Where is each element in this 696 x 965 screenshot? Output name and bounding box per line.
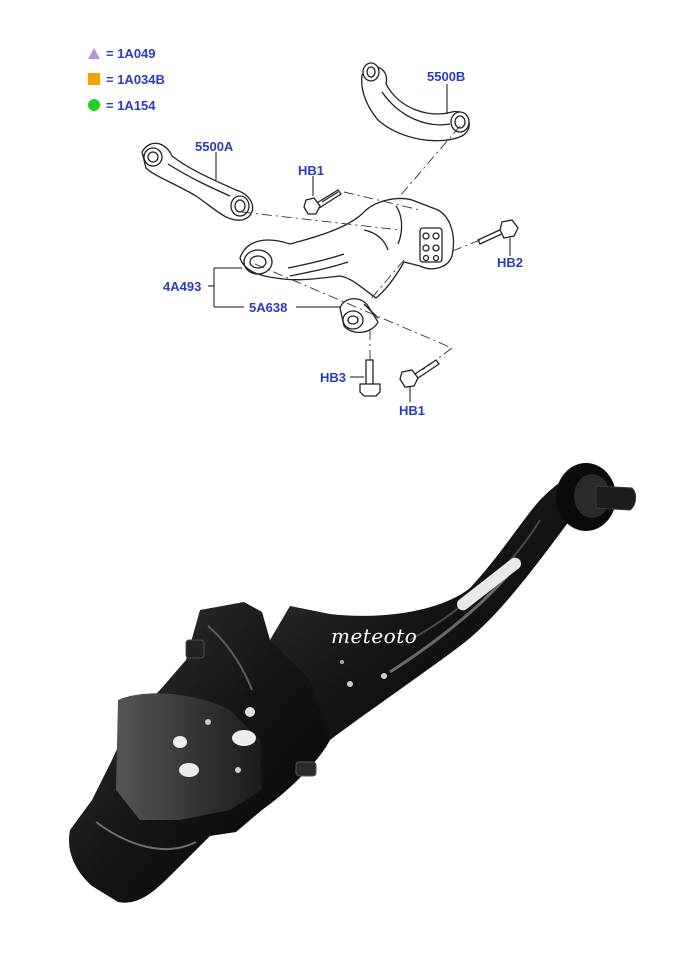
part-5500a-arm [141, 142, 254, 221]
label-5500b: 5500B [427, 69, 466, 84]
part-hb1-top-bolt [303, 189, 342, 215]
triangle-icon [88, 47, 100, 59]
label-hb1-top: HB1 [298, 163, 325, 178]
part-5500b-arm [361, 62, 470, 142]
photo-control-arm [68, 463, 637, 903]
part-5a638-bushing [339, 298, 379, 333]
alignment-lines [241, 125, 481, 373]
legend: = 1A049 = 1A034B = 1A154 [88, 40, 165, 118]
legend-text: = 1A034B [106, 71, 165, 87]
legend-item-1a049: = 1A049 [88, 40, 165, 66]
part-hb3-bolt [359, 359, 381, 397]
part-hb1-bottom-bolt [399, 359, 440, 388]
label-5a638: 5A638 [249, 300, 288, 315]
legend-text: = 1A049 [106, 45, 156, 61]
watermark-text: meteoto [331, 624, 418, 648]
exploded-diagram [141, 62, 519, 397]
square-icon [88, 73, 100, 85]
label-hb1-bottom: HB1 [399, 403, 426, 418]
label-4a493: 4A493 [163, 279, 202, 294]
label-hb2: HB2 [497, 255, 524, 270]
leader-lines [208, 84, 511, 402]
legend-text: = 1A154 [106, 97, 156, 113]
label-5500a: 5500A [195, 139, 234, 154]
part-hb2-bolt [477, 219, 519, 245]
legend-item-1a034b: = 1A034B [88, 66, 165, 92]
part-4a493-knuckle [239, 197, 455, 299]
label-hb3: HB3 [320, 370, 347, 385]
legend-item-1a154: = 1A154 [88, 92, 165, 118]
circle-icon [88, 99, 100, 111]
